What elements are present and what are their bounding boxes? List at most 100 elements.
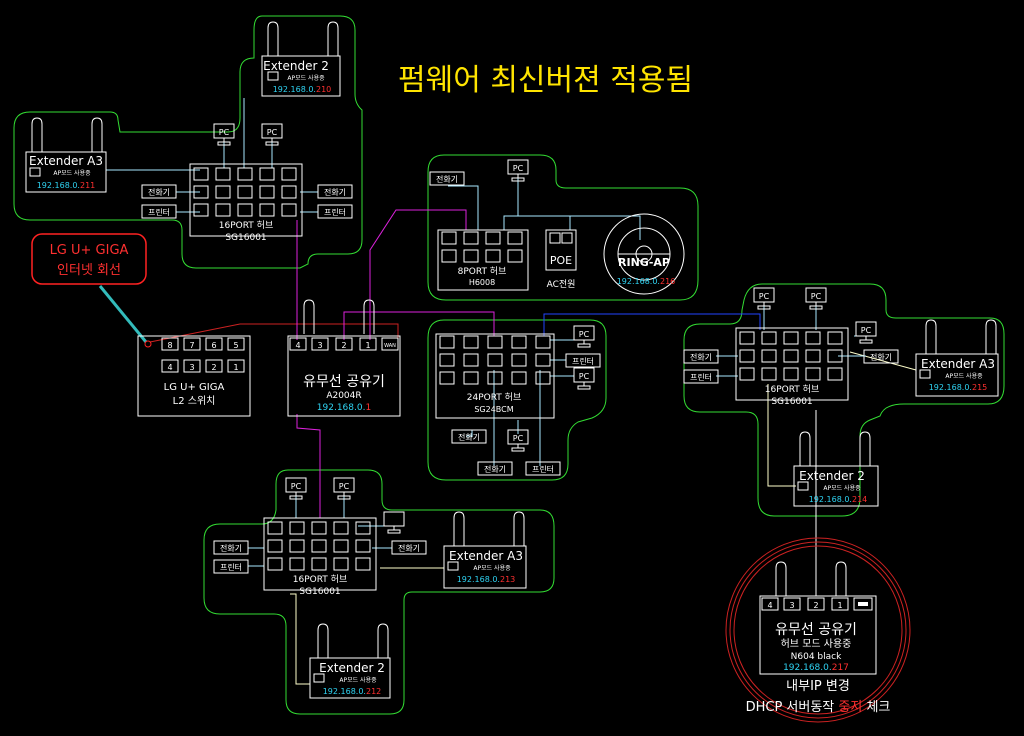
svg-text:PC: PC bbox=[513, 434, 524, 443]
svg-text:전화기: 전화기 bbox=[458, 432, 480, 442]
svg-text:Extender A3: Extender A3 bbox=[921, 357, 995, 371]
svg-text:PC: PC bbox=[861, 326, 872, 335]
svg-text:192.168.0.214: 192.168.0.214 bbox=[809, 495, 868, 504]
phone-label: 전화기 bbox=[683, 349, 719, 364]
ring-ap: RING-AP 192.168.0.216 bbox=[603, 213, 685, 295]
cable-hub-bottom-ext212 bbox=[290, 593, 310, 685]
svg-text:AP모드 사용중: AP모드 사용중 bbox=[339, 676, 377, 684]
svg-text:4: 4 bbox=[767, 601, 772, 610]
l2-switch: 8 7 6 5 4 3 2 1 LG U+ GIGA L2 스위치 bbox=[137, 335, 251, 417]
svg-text:AC전원: AC전원 bbox=[547, 279, 576, 290]
svg-text:PC: PC bbox=[579, 330, 590, 339]
pc-icon: PC bbox=[573, 325, 595, 348]
svg-text:프린터: 프린터 bbox=[324, 207, 346, 217]
phone-label: 전화기 bbox=[429, 171, 465, 186]
phone-label: 전화기 bbox=[141, 184, 177, 199]
phone-label: 전화기 bbox=[213, 540, 249, 555]
svg-text:2: 2 bbox=[211, 363, 216, 372]
svg-text:PC: PC bbox=[513, 164, 524, 173]
svg-text:PC: PC bbox=[759, 292, 770, 301]
main-router: 4 3 2 1 WAN 유무선 공유기 A2004R 192.168.0.1 bbox=[287, 299, 401, 417]
pc-icon: PC bbox=[213, 123, 235, 146]
svg-text:N604 black: N604 black bbox=[791, 652, 842, 662]
svg-text:8: 8 bbox=[167, 341, 172, 350]
svg-text:전화기: 전화기 bbox=[484, 464, 506, 474]
svg-text:24PORT 허브: 24PORT 허브 bbox=[467, 392, 521, 403]
svg-text:192.168.0.213: 192.168.0.213 bbox=[457, 575, 516, 584]
svg-text:PC: PC bbox=[267, 128, 278, 137]
extender-213: Extender A3 AP모드 사용중 192.168.0.213 bbox=[443, 511, 527, 589]
cable-hub-right-ext214 bbox=[767, 384, 796, 487]
pc-icon bbox=[383, 511, 405, 534]
page-title: 펌웨어 최신버젼 적용됨 bbox=[398, 63, 693, 98]
svg-text:3: 3 bbox=[317, 341, 322, 350]
svg-text:전화기: 전화기 bbox=[690, 352, 712, 362]
svg-text:WAN: WAN bbox=[384, 343, 396, 349]
svg-text:전화기: 전화기 bbox=[870, 352, 892, 362]
svg-text:192.168.0.216: 192.168.0.216 bbox=[617, 277, 676, 286]
svg-text:Extender 2: Extender 2 bbox=[799, 469, 865, 483]
pc-icon: PC bbox=[855, 321, 877, 344]
extender-211: Extender A3 AP모드 사용중 192.168.0.211 bbox=[25, 117, 107, 193]
svg-text:허브 모드 사용중: 허브 모드 사용중 bbox=[781, 638, 852, 650]
pc-icon: PC bbox=[285, 477, 307, 500]
svg-text:SG16001: SG16001 bbox=[225, 233, 266, 243]
svg-text:PC: PC bbox=[291, 482, 302, 491]
svg-text:192.168.0.217: 192.168.0.217 bbox=[783, 663, 849, 673]
svg-text:SG16001: SG16001 bbox=[771, 397, 812, 407]
svg-text:2: 2 bbox=[341, 341, 346, 350]
svg-text:전화기: 전화기 bbox=[148, 187, 170, 197]
isp-line-label: LG U+ GIGA 인터넷 회선 bbox=[31, 233, 152, 348]
svg-text:인터넷 회선: 인터넷 회선 bbox=[57, 263, 121, 278]
svg-text:1: 1 bbox=[837, 601, 842, 610]
hub-top: 16PORT 허브 SG16001 bbox=[189, 163, 303, 243]
phone-label: 전화기 bbox=[317, 184, 353, 199]
svg-text:AP모드 사용중: AP모드 사용중 bbox=[473, 564, 511, 572]
svg-text:192.168.0.210: 192.168.0.210 bbox=[273, 85, 332, 94]
printer-label: 프린터 bbox=[213, 559, 249, 574]
printer-label: 프린터 bbox=[565, 353, 601, 368]
svg-text:POE: POE bbox=[550, 254, 572, 267]
printer-label: 프린터 bbox=[141, 204, 177, 219]
extender-214: Extender 2 AP모드 사용중 192.168.0.214 bbox=[793, 431, 879, 507]
pc-icon: PC bbox=[333, 477, 355, 500]
extender-215: Extender A3 AP모드 사용중 192.168.0.215 bbox=[915, 319, 999, 397]
svg-text:전화기: 전화기 bbox=[220, 543, 242, 553]
phone-label: 전화기 bbox=[863, 349, 899, 364]
svg-text:프린터: 프린터 bbox=[532, 464, 554, 474]
svg-text:Extender 2: Extender 2 bbox=[319, 661, 385, 675]
svg-text:LG U+ GIGA: LG U+ GIGA bbox=[164, 382, 225, 393]
svg-text:전화기: 전화기 bbox=[398, 543, 420, 553]
svg-text:SG24BCM: SG24BCM bbox=[474, 405, 513, 414]
svg-text:192.168.0.1: 192.168.0.1 bbox=[317, 403, 371, 413]
sub-router: 4 3 2 1 유무선 공유기 허브 모드 사용중 N604 black 192… bbox=[725, 537, 911, 723]
hub-24port: 24PORT 허브 SG24BCM bbox=[435, 333, 555, 419]
svg-text:PC: PC bbox=[579, 372, 590, 381]
svg-text:RING-AP: RING-AP bbox=[618, 256, 670, 269]
svg-text:AP모드 사용중: AP모드 사용중 bbox=[945, 372, 983, 380]
cable-router-hub8 bbox=[369, 209, 467, 340]
svg-text:AP모드 사용중: AP모드 사용중 bbox=[823, 484, 861, 492]
svg-text:L2 스위치: L2 스위치 bbox=[173, 394, 216, 407]
svg-text:2: 2 bbox=[813, 601, 818, 610]
hub-right: 16PORT 허브 SG16001 bbox=[735, 327, 849, 407]
phone-label: 전화기 bbox=[391, 540, 427, 555]
svg-text:LG U+ GIGA: LG U+ GIGA bbox=[50, 243, 129, 258]
svg-text:프린터: 프린터 bbox=[220, 562, 242, 572]
svg-text:16PORT 허브: 16PORT 허브 bbox=[765, 384, 819, 395]
extender-210: Extender 2 AP모드 사용중 192.168.0.210 bbox=[261, 21, 341, 97]
svg-text:Extender A3: Extender A3 bbox=[29, 154, 103, 168]
svg-text:전화기: 전화기 bbox=[324, 187, 346, 197]
svg-text:프린터: 프린터 bbox=[690, 372, 712, 382]
svg-text:7: 7 bbox=[189, 341, 194, 350]
phone-label: 전화기 bbox=[477, 461, 513, 476]
svg-text:6: 6 bbox=[211, 341, 216, 350]
svg-text:프린터: 프린터 bbox=[148, 207, 170, 217]
svg-text:PC: PC bbox=[811, 292, 822, 301]
cable-router-hub-bottom bbox=[296, 414, 321, 518]
svg-text:Extender 2: Extender 2 bbox=[263, 59, 329, 73]
pc-icon: PC bbox=[507, 429, 529, 452]
svg-text:전화기: 전화기 bbox=[436, 174, 458, 184]
svg-text:PC: PC bbox=[339, 482, 350, 491]
svg-text:4: 4 bbox=[295, 341, 300, 350]
